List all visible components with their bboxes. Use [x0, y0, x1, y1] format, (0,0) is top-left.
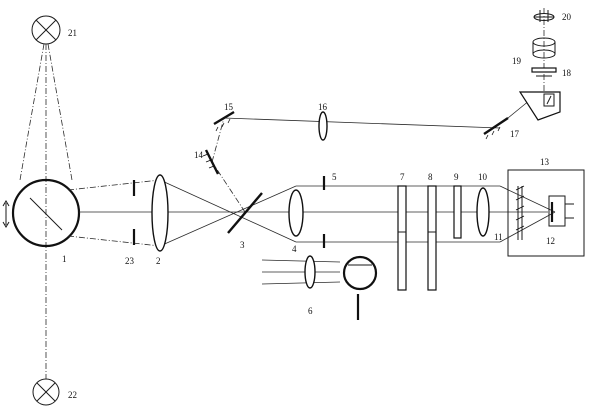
element-18 — [531, 67, 557, 77]
ray-upper-left — [67, 179, 161, 191]
label-13: 13 — [540, 157, 550, 167]
label-5: 5 — [332, 172, 337, 182]
label-21: 21 — [68, 28, 77, 38]
label-12: 12 — [546, 236, 555, 246]
lens-16 — [318, 111, 328, 141]
lamp-21 — [31, 15, 61, 45]
ray-lamp21-a — [19, 43, 45, 181]
beam-splitter-3 — [227, 192, 263, 234]
detector-12 — [548, 195, 574, 227]
label-10: 10 — [478, 172, 488, 182]
label-15: 15 — [224, 102, 234, 112]
element-20 — [533, 10, 555, 22]
element-11 — [515, 185, 525, 240]
label-18: 18 — [562, 68, 572, 78]
ray-lamp21-b — [47, 43, 73, 181]
ray-upper-branch — [223, 117, 501, 129]
ray-to-prism — [507, 99, 531, 119]
label-14: 14 — [194, 150, 204, 160]
mirror-17 — [483, 117, 509, 140]
ray-cross-b — [159, 185, 297, 247]
filter-plate-7 — [397, 185, 407, 291]
label-19: 19 — [512, 56, 522, 66]
lens-4 — [288, 189, 304, 237]
ray-cross-a — [159, 179, 297, 243]
lens-10 — [476, 187, 490, 237]
lens-2 — [151, 174, 169, 252]
housing-13 — [507, 169, 585, 257]
ray-focus-b — [499, 211, 556, 243]
label-2: 2 — [156, 256, 161, 266]
label-6: 6 — [308, 306, 313, 316]
filter-plate-8 — [427, 185, 437, 291]
element-6 — [261, 255, 378, 320]
filter-plate-9 — [453, 185, 462, 239]
label-7: 7 — [400, 172, 405, 182]
label-3: 3 — [240, 240, 245, 250]
mirror-14 — [202, 149, 220, 175]
element-19 — [532, 37, 556, 59]
label-11: 11 — [494, 232, 503, 242]
label-8: 8 — [428, 172, 433, 182]
label-23: 23 — [125, 256, 135, 266]
prism — [518, 91, 561, 121]
label-17: 17 — [510, 129, 520, 139]
ray-focus-a — [499, 185, 556, 213]
label-16: 16 — [318, 102, 328, 112]
mirror-15 — [213, 110, 235, 132]
lamp-22 — [32, 378, 60, 406]
label-4: 4 — [292, 244, 297, 254]
label-22: 22 — [68, 390, 77, 400]
sphere-1 — [2, 178, 81, 248]
ray-lower-left — [67, 235, 161, 247]
label-1: 1 — [62, 254, 67, 264]
ray-14-to-15 — [211, 117, 225, 163]
label-20: 20 — [562, 12, 572, 22]
label-9: 9 — [454, 172, 459, 182]
